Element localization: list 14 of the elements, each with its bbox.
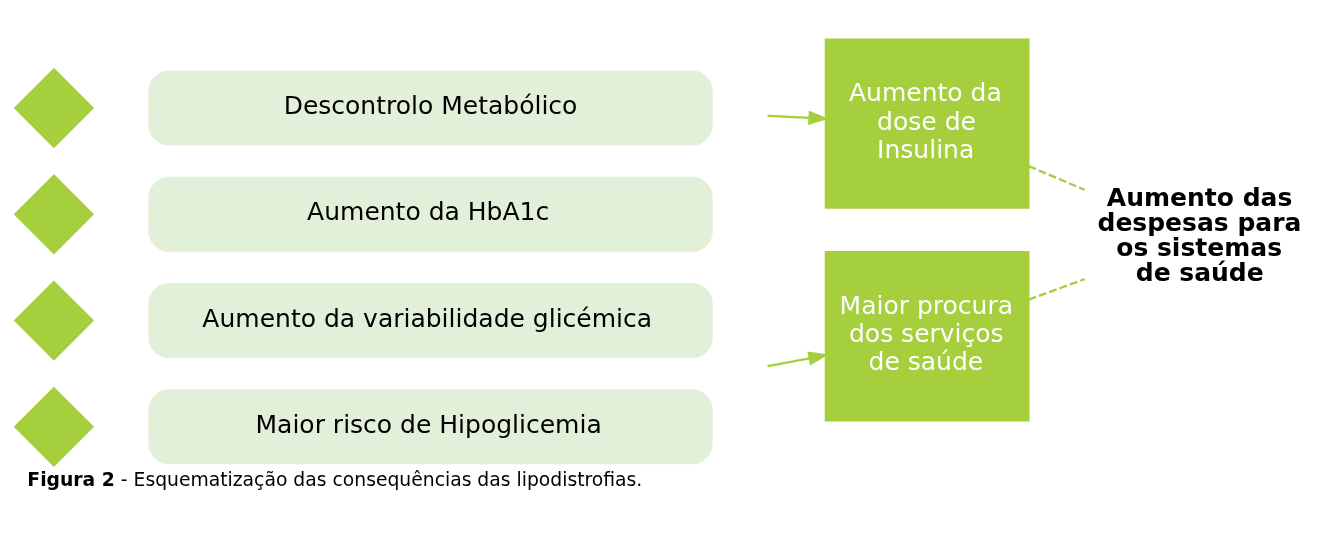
node-diamond [13,67,95,149]
node-box: Aumento da variabilidade glicémica [148,283,713,359]
node-box: Maior risco de Hipoglicemia [148,389,713,465]
node-box: Aumento da dose de Insulina [824,38,1030,209]
node-box: Descontrolo Metabólico [148,70,713,146]
node-text: Aumento das despesas para os sistemas de saúde [1097,183,1302,288]
connector [1028,165,1086,191]
node-diamond [13,386,95,468]
caption: Figura 2 - Esquematização das consequências das lipodistrofias. [27,468,643,490]
node-box: Maior procura dos serviços de saúde [824,251,1030,422]
node-diamond [13,174,95,255]
connector [1028,278,1086,301]
node-diamond [13,280,95,361]
node-box: Aumento da HbA1c [148,176,713,252]
